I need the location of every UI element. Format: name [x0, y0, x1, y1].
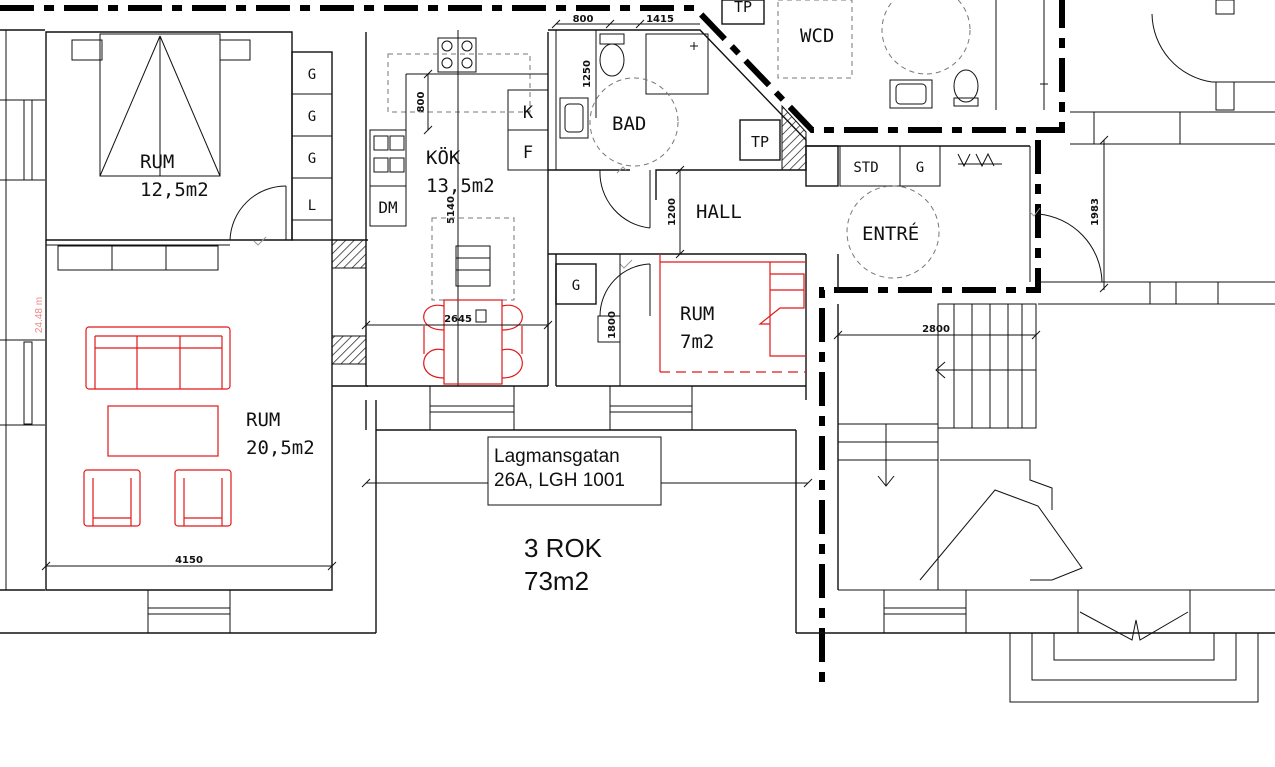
entrance-name: ENTRÉ: [862, 222, 919, 245]
kitchen-area: 13,5m2: [426, 175, 495, 197]
coffee-table: [107, 405, 219, 457]
dim-1800: 1800: [607, 311, 618, 339]
dim-2448: 24.48 m: [34, 297, 45, 333]
dim-800-kitchen: 800: [416, 92, 427, 113]
entrance-turn-circle: [846, 185, 940, 279]
small-room: G 1800 RUM 7m2: [548, 253, 839, 431]
window-left-1: [23, 99, 33, 181]
sofa: [85, 326, 231, 390]
dim-2645: 2645: [444, 314, 472, 325]
wc-sink: [889, 79, 933, 109]
hall: 1200 HALL: [599, 165, 742, 259]
living-room-name: RUM: [246, 409, 280, 431]
bathroom-name: BAD: [612, 113, 646, 135]
dim-4150: 4150: [175, 555, 203, 566]
dim-1983: 1983: [1090, 198, 1101, 226]
summary-area: 73m2: [524, 566, 589, 596]
dim-1250: 1250: [582, 60, 593, 88]
wc-name: WCD: [800, 25, 834, 47]
dim-1200: 1200: [667, 198, 678, 226]
wc-toilet: [953, 69, 979, 107]
dining-set: [423, 299, 523, 385]
tp-top-label: TP: [734, 0, 752, 16]
g-entre-label: G: [916, 160, 924, 176]
stairwell: 2800: [833, 303, 1275, 703]
bedroom-name: RUM: [140, 151, 174, 173]
armchair-right: [174, 469, 232, 527]
small-room-bed: [659, 254, 806, 373]
wardrobe-l-label: L: [308, 198, 316, 214]
bathroom-sink: [559, 97, 589, 139]
armchair-left: [83, 469, 141, 527]
entrance: STD G ENTRÉ 1983: [805, 135, 1275, 305]
dim-1415: 1415: [646, 14, 674, 25]
g-small-label: G: [572, 278, 580, 294]
address-box: Lagmansgatan 26A, LGH 1001: [487, 436, 662, 506]
dishwasher-label: DM: [378, 198, 397, 217]
toilet: [599, 33, 625, 77]
exterior-wall-top: [0, 0, 1065, 685]
small-room-name: RUM: [680, 303, 714, 325]
window-left-2: [23, 341, 33, 425]
wardrobe-g3-label: G: [308, 151, 316, 167]
wardrobe-g1-label: G: [308, 67, 316, 83]
std-label: STD: [853, 160, 878, 176]
dim-800-top: 800: [573, 14, 594, 25]
wc: TP WCD: [721, 0, 1275, 145]
bedroom-area: 12,5m2: [140, 179, 209, 201]
living-room-area: 20,5m2: [246, 437, 315, 459]
address-line-2: 26A, LGH 1001: [494, 470, 625, 491]
address-line-1: Lagmansgatan: [494, 446, 620, 467]
summary-rooms: 3 ROK: [524, 533, 603, 563]
facade-bottom: [361, 400, 1275, 634]
freezer-f-label: F: [523, 143, 533, 163]
hall-name: HALL: [696, 201, 742, 223]
stove: [437, 37, 477, 73]
wardrobe-g2-label: G: [308, 109, 316, 125]
bathroom-turn-circle: [589, 77, 679, 167]
left-wall: [0, 29, 45, 591]
kitchen-name: KÖK: [426, 146, 461, 169]
living-room: RUM 20,5m2 4150 24.48 m: [0, 239, 377, 634]
bedroom: G G G L RUM 12,5m2: [45, 31, 333, 246]
fridge-k-label: K: [523, 103, 534, 123]
dim-2800: 2800: [922, 324, 950, 335]
dim-5140: 5140: [446, 196, 457, 224]
small-room-area: 7m2: [680, 331, 714, 353]
kitchen: K F DM 800 5140 KÖK 13,5m2: [361, 30, 553, 431]
tp-bath-label: TP: [751, 133, 769, 151]
bathroom: 800 1415 1250 BAD TP: [548, 14, 807, 200]
